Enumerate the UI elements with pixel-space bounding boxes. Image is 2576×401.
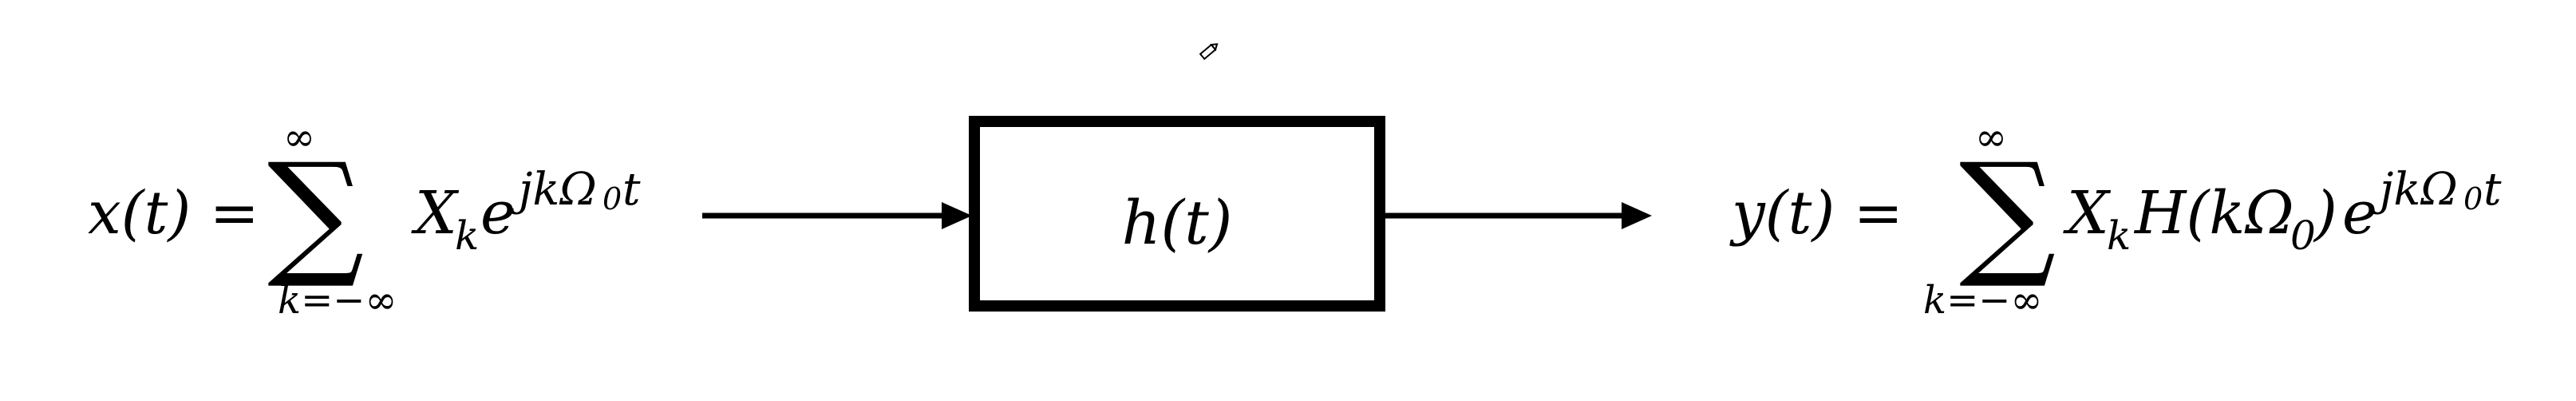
output-coefficient: X: [2067, 179, 2109, 248]
input-formula: x(t) = ∞ ∑ k=−∞ X k e jkΩ 0 t: [88, 104, 662, 320]
output-exponent-tail: t: [2483, 164, 2502, 216]
pencil-icon: [1199, 43, 1219, 61]
output-exponent: jkΩ: [2380, 164, 2458, 216]
input-upper-limit: ∞: [283, 115, 315, 160]
input-exponent-subscript: 0: [603, 181, 622, 216]
output-transfer-subscript: 0: [2290, 212, 2316, 259]
input-exponent-tail: t: [622, 164, 641, 216]
input-exponent: jkΩ: [519, 164, 597, 216]
output-coefficient-subscript: k: [2107, 212, 2132, 259]
output-sum-sign: ∑: [1959, 134, 2056, 292]
output-exponential-base: e: [2342, 179, 2377, 248]
input-coefficient-subscript: k: [455, 212, 480, 259]
system-block-label: h(t): [1121, 187, 1233, 258]
input-coefficient: X: [415, 179, 457, 248]
output-upper-limit: ∞: [1975, 115, 2007, 160]
output-exponent-subscript: 0: [2463, 181, 2483, 216]
input-lhs: x(t) =: [88, 179, 259, 248]
output-lower-limit: k=−∞: [1923, 278, 2043, 323]
output-transfer-close: ): [2314, 179, 2337, 248]
output-lhs: y(t) =: [1732, 179, 1903, 248]
input-lower-limit: k=−∞: [278, 278, 397, 323]
input-sum-sign: ∑: [267, 134, 365, 292]
output-transfer: H(kΩ: [2135, 179, 2294, 248]
output-arrowhead: [1622, 202, 1652, 229]
output-formula: y(t) = ∞ ∑ k=−∞ X k H(kΩ 0 ) e jkΩ 0 t: [1732, 104, 2530, 320]
input-arrowhead: [942, 202, 972, 229]
input-exponential-base: e: [480, 179, 516, 248]
system-block: h(t): [969, 116, 1385, 312]
